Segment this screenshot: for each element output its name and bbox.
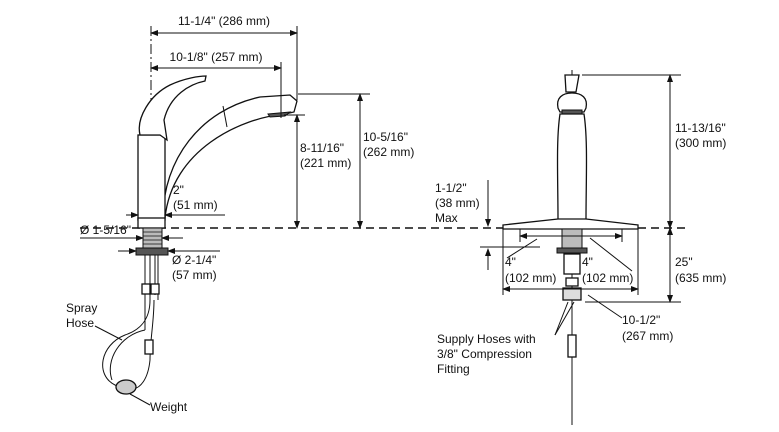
below-deck-label: 25" xyxy=(675,255,693,269)
hose-weight xyxy=(115,379,137,395)
collar xyxy=(137,217,166,229)
front-dimensions: 11-13/16" (300 mm) 25" (635 mm) 1-1/2" (… xyxy=(435,74,726,376)
supply-hoses-label-2: 3/8" Compression xyxy=(437,347,532,361)
spout-height-label: 10-5/16" xyxy=(363,130,408,144)
base-diameter-mm: (57 mm) xyxy=(172,268,217,282)
mount-nut xyxy=(135,247,169,256)
spray-face xyxy=(267,111,292,118)
shank xyxy=(142,227,163,249)
overall-height-mm: (300 mm) xyxy=(675,136,726,150)
handle-knob xyxy=(556,92,588,113)
escutcheon-plate xyxy=(502,218,639,230)
spout-clearance-label: 8-11/16" xyxy=(300,141,344,155)
spray-hose xyxy=(102,299,155,391)
deck-thickness-mm: (38 mm) xyxy=(435,196,480,210)
spout-height-mm: (262 mm) xyxy=(363,145,414,159)
base-diameter-label: Ø 2-1/4" xyxy=(172,253,216,267)
spout-reach-label: 10-1/8" (257 mm) xyxy=(170,50,263,64)
deck-thickness-label: 1-1/2" xyxy=(435,181,467,195)
body-width-mm: (51 mm) xyxy=(173,198,218,212)
body-width-label: 2" xyxy=(173,183,184,197)
right-spread-label: 4" xyxy=(582,255,593,269)
overall-reach-label: 11-1/4" (286 mm) xyxy=(178,14,270,28)
spout xyxy=(162,94,298,219)
right-spread-mm: (102 mm) xyxy=(582,271,633,285)
spray-hose-label-1: Spray xyxy=(66,301,97,315)
below-deck-mm: (635 mm) xyxy=(675,271,726,285)
front-nut xyxy=(556,247,588,254)
handle-top xyxy=(564,74,580,93)
hose-connector xyxy=(567,334,577,358)
weight-label: Weight xyxy=(150,400,188,414)
front-shank xyxy=(561,228,583,250)
deck-thickness-max: Max xyxy=(435,211,458,225)
escutcheon-width-label: 10-1/2" xyxy=(622,313,660,327)
hose-fitting xyxy=(144,339,154,355)
compression-fitting xyxy=(562,287,582,301)
lever-handle xyxy=(138,75,207,142)
faucet-body xyxy=(137,134,166,221)
supply-hoses-label-3: Fitting xyxy=(437,362,470,376)
side-view-faucet xyxy=(102,26,298,395)
supply-hoses-label-1: Supply Hoses with xyxy=(437,332,536,346)
front-body xyxy=(556,113,588,221)
left-spread-label: 4" xyxy=(505,255,516,269)
overall-height-label: 11-13/16" xyxy=(675,121,726,135)
shank-diameter-label: Ø 1-5/16" xyxy=(80,223,131,237)
left-spread-mm: (102 mm) xyxy=(505,271,556,285)
side-dimensions: 11-1/4" (286 mm) 10-1/8" (257 mm) 8-11/1… xyxy=(66,14,414,414)
escutcheon-width-mm: (267 mm) xyxy=(622,329,673,343)
spout-clearance-mm: (221 mm) xyxy=(300,156,351,170)
spray-hose-label-2: Hose xyxy=(66,316,94,330)
